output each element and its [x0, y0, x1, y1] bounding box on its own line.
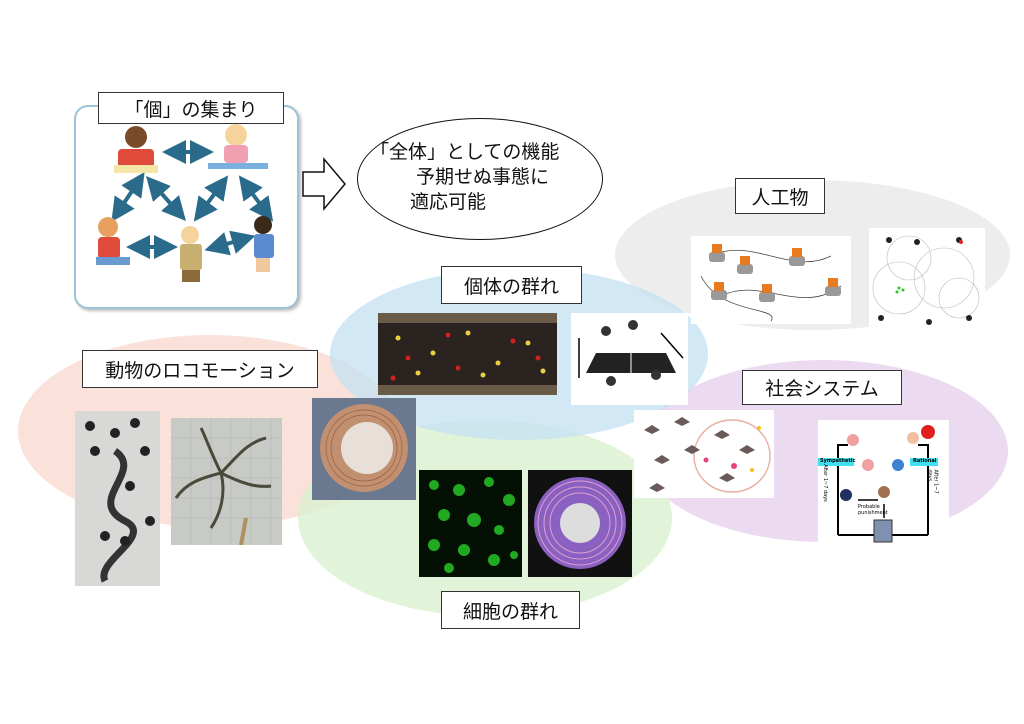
artifacts-label: 人工物: [735, 178, 825, 214]
function-line-2: 予期せぬ事態に: [416, 166, 550, 188]
right-arrow-icon: [302, 156, 346, 212]
whole-function-ellipse: [357, 118, 603, 240]
green-cells-fluorescence: [419, 470, 522, 577]
function-line-1: 「全体」としての機能: [370, 141, 560, 163]
social-system-label: 社会システム: [742, 370, 902, 405]
individuals-group-label: 「個」の集まり: [98, 92, 284, 124]
robot-swarm-diagram: [691, 236, 851, 324]
brittle-star-photo: [171, 418, 282, 545]
rational-label: Rational: [913, 458, 937, 464]
individual-swarm-label: 個体の群れ: [441, 266, 582, 304]
after-days-left-label: After 1~7 days: [821, 464, 828, 502]
animal-locomotion-label: 動物のロコモーション: [82, 350, 318, 388]
punishment-flow-comic: Sympathetic Rational Probable punishment…: [818, 420, 949, 547]
slime-mold-photo: [312, 398, 416, 500]
purple-colony-image: [528, 470, 632, 577]
after-days-right-label: After 1~7 days: [926, 469, 939, 494]
particle-trajectories-image: [869, 228, 985, 328]
bats-interaction-illustration: [634, 410, 774, 498]
whole-function-text: 「全体」としての機能 予期せぬ事態に 適応可能: [370, 140, 600, 215]
sympathetic-label: Sympathetic: [820, 458, 856, 464]
cell-swarm-label: 細胞の群れ: [441, 591, 580, 629]
individuals-panel: [74, 105, 299, 309]
table-tennis-illustration: [571, 313, 688, 405]
children-network-illustration: [96, 124, 274, 282]
child-figure-icon: [96, 124, 274, 282]
snake-robot-photo: [75, 411, 160, 586]
ant-swarm-photo: /* decorative */: [378, 313, 557, 395]
punishment-label: Probable punishment: [858, 504, 888, 516]
function-line-3: 適応可能: [410, 191, 487, 213]
